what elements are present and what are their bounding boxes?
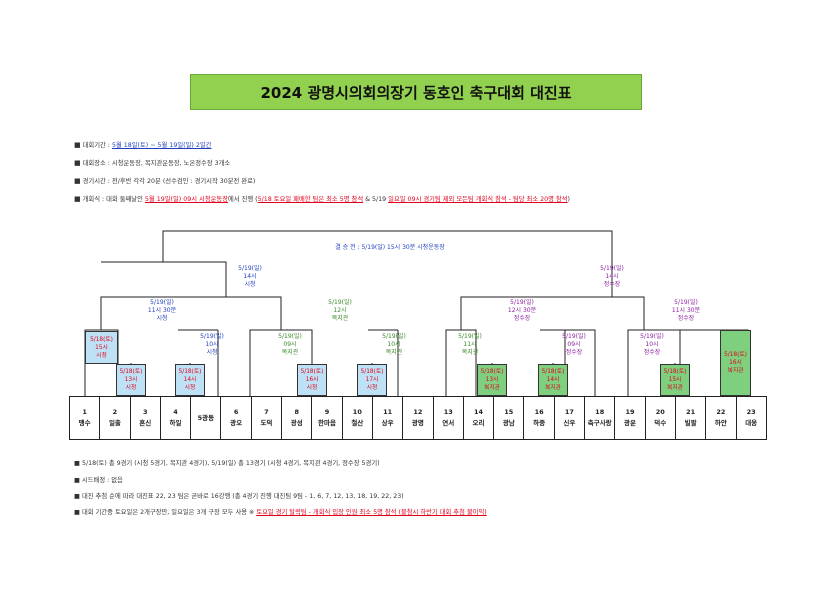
info-time: ■경기시간 : 전/후반 각각 20분 (선수검인 : 경기시작 30분전 완료…	[74, 177, 256, 185]
note-1: ■ 5/18(토) 총 9경기 (시청 5경기, 복지관 4경기), 5/19(…	[74, 460, 380, 467]
note-4: ■ 대회 기간중 토요일은 2개구장만, 일요일은 3개 구장 모두 사용 ※ …	[74, 509, 487, 516]
info-opening: ■개회식 : 대회 둘째날인 5월 19일(일) 09시 시청운동장에서 진행 …	[74, 195, 570, 203]
info-period: ■대회기간 : 5월 18일(토) ~ 5월 19일(일) 2일간	[74, 141, 212, 149]
page-title: 2024 광명시의회의장기 동호인 축구대회 대진표	[190, 74, 642, 110]
final-match-label: 결 승 전 : 5/19(일) 15시 30분 시청운동장	[335, 244, 445, 251]
note-3: ■ 대진 추첨 순에 따라 대진표 22, 23 팀은 곧바로 16강행 (총 …	[74, 493, 404, 500]
team-cell: 5광동	[190, 396, 222, 440]
info-venue: ■대회장소 : 시청운동장, 복지관운동장, 노온정수장 3개소	[74, 159, 231, 167]
note-2: ■ 시드배정 : 없음	[74, 477, 123, 484]
